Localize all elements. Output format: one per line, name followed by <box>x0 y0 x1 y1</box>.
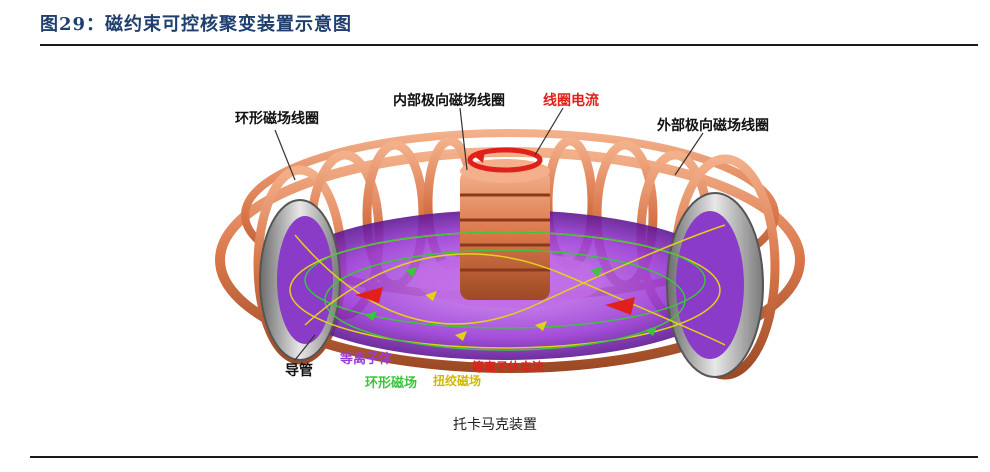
label-coil-current: 线圈电流 <box>543 92 599 109</box>
label-outer-poloidal-coil: 外部极向磁场线圈 <box>657 117 769 134</box>
bottom-rule <box>30 456 978 458</box>
leader-lines <box>274 107 704 361</box>
figure-title: 图29：磁约束可控核聚变装置示意图 <box>40 14 353 35</box>
label-plasma-current: 等离子体电流 <box>471 359 544 374</box>
plasma-current-arrows <box>355 287 635 315</box>
field-lines <box>289 224 726 351</box>
tokamak-illustration: 环形磁场线圈 内部极向磁场线圈 线圈电流 外部极向磁场线圈 导管 等离子体 环形… <box>215 92 805 391</box>
label-toroidal-field: 环形磁场 <box>365 375 417 391</box>
coil-current-arrow <box>467 147 543 173</box>
label-twisted-field: 扭绞磁场 <box>433 373 481 388</box>
label-toroidal-coil: 环形磁场线圈 <box>235 110 319 127</box>
label-inner-poloidal-coil: 内部极向磁场线圈 <box>393 92 505 109</box>
label-vessel: 导管 <box>285 362 313 379</box>
top-rule <box>40 44 978 46</box>
field-arrow-heads <box>365 267 657 341</box>
figure-caption: 托卡马克装置 <box>453 417 537 433</box>
label-plasma: 等离子体 <box>339 351 393 367</box>
central-solenoid <box>460 159 550 300</box>
